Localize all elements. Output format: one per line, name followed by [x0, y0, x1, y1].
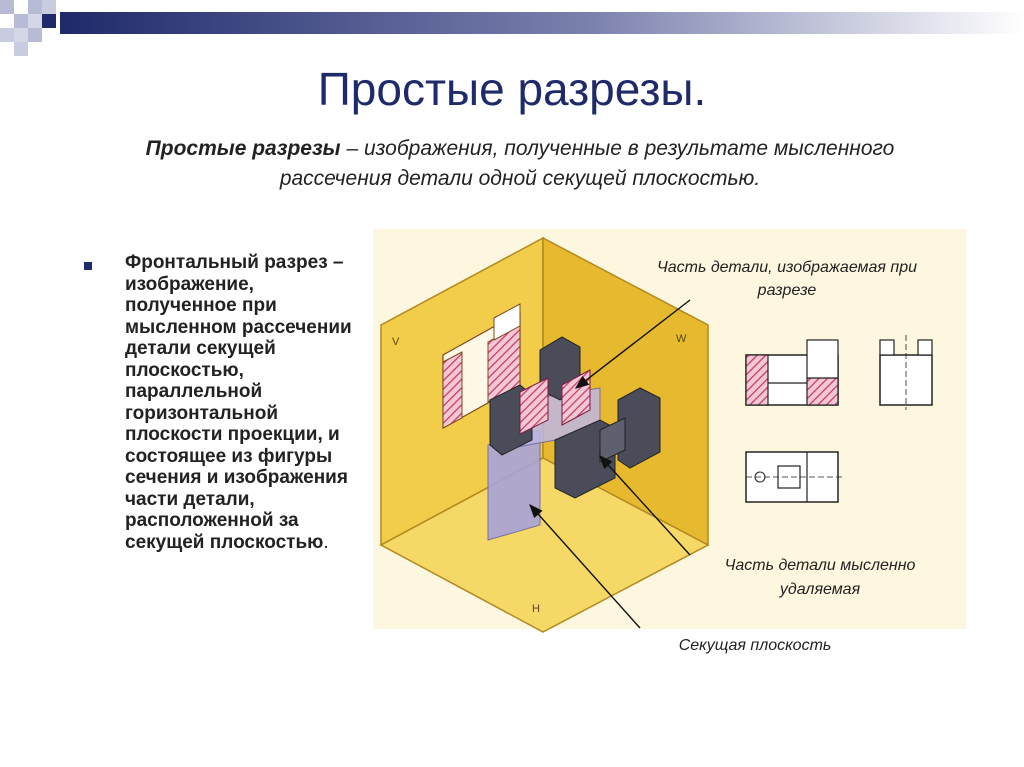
label-part-shown: Часть детали, изображаемая при разрезе: [656, 259, 918, 299]
corner-squares-icon: [0, 0, 56, 56]
arrow-icon: [529, 503, 641, 629]
header-decoration: [0, 0, 1024, 56]
top-view: [745, 451, 845, 503]
arrow-icon: [599, 454, 691, 556]
definition-body: – изображения, полученные в результате м…: [279, 137, 895, 190]
label-part-removed: Часть детали мысленно удаляемая: [724, 557, 916, 598]
detail-removed-part: [554, 387, 661, 499]
detail-left-part: [489, 336, 591, 456]
definition-term: Простые разрезы: [145, 137, 341, 160]
v-plane-projection: [442, 303, 521, 430]
label-cutting-plane: Секущая плоскость: [678, 637, 832, 654]
arrow-icon: [574, 299, 691, 389]
bullet-square-icon: [84, 262, 92, 270]
header-gradient-band: [60, 12, 1024, 34]
plane-w-letter: W: [676, 333, 687, 345]
definition-text: Простые разрезы – изображения, полученны…: [130, 134, 910, 194]
slide-title: Простые разрезы.: [317, 63, 707, 115]
front-view-section: [745, 339, 839, 406]
plane-h-letter: H: [532, 603, 540, 615]
bullet-body: Фронтальный разрез – изображение, получе…: [125, 252, 352, 553]
bullet-end: .: [323, 531, 329, 553]
side-view: [879, 335, 933, 410]
plane-v-letter: V: [392, 336, 400, 348]
bullet-text: Фронтальный разрез – изображение, получе…: [125, 252, 370, 553]
